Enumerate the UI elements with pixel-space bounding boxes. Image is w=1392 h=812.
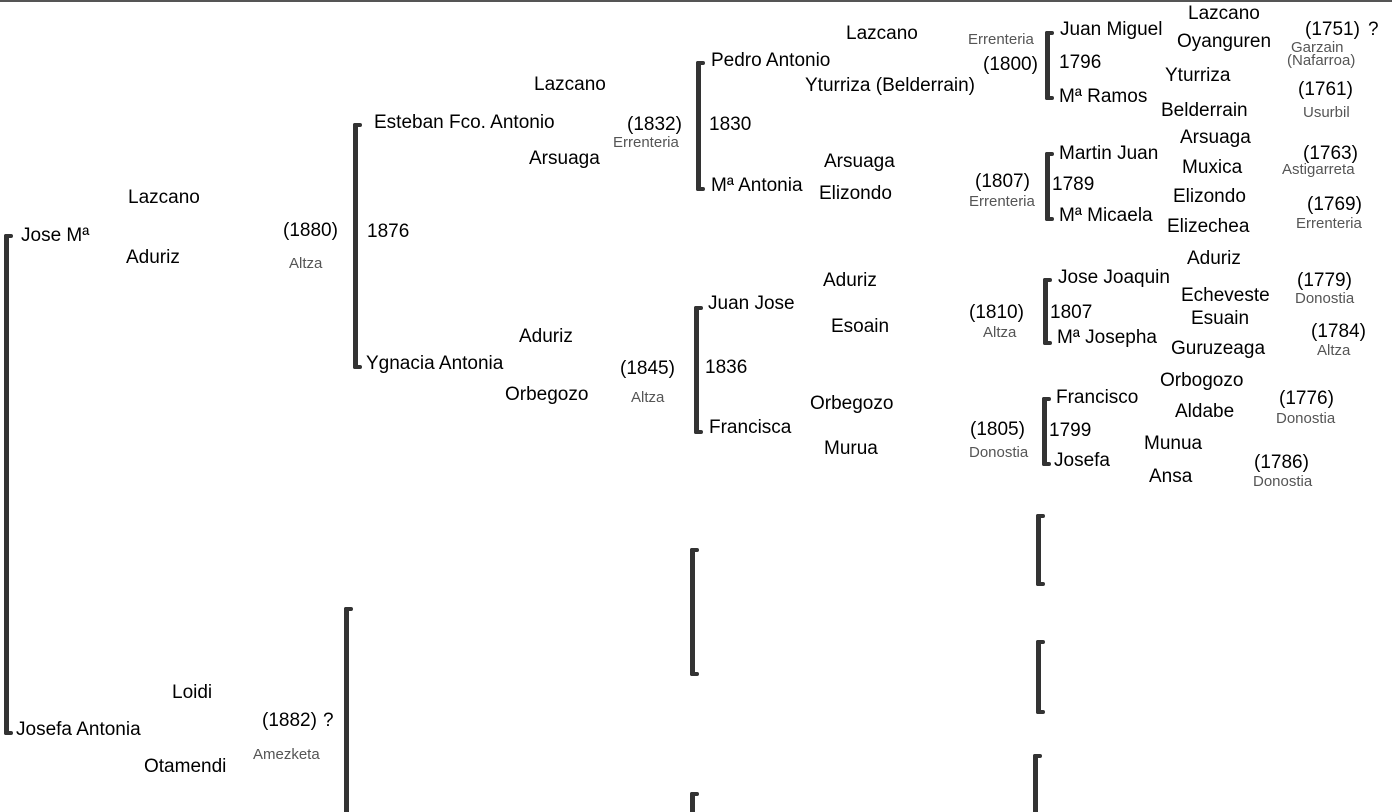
gen4-2-mother-surname1: Elizondo: [1173, 186, 1246, 207]
gen3-fm-surname1: Arsuaga: [824, 151, 895, 172]
gen1-p1-place: Altza: [289, 255, 323, 272]
gen1-p1-name: Jose Mª: [21, 225, 90, 246]
gen3-ff-year: (1800): [983, 54, 1038, 75]
gen4-1-father-mark: ?: [1368, 19, 1379, 40]
top-border: [0, 0, 1392, 2]
gen4-4-mother-name: Josefa: [1054, 450, 1110, 471]
gen3-mf-surname1: Aduriz: [823, 270, 877, 291]
gen3-mf-name: Juan Jose: [708, 293, 795, 314]
gen3-fm-place: Errenteria: [969, 193, 1035, 210]
gen4-4-father-place: Donostia: [1276, 410, 1336, 427]
gen4-1-marriage-year: 1796: [1059, 52, 1102, 73]
gen4-3-mother-surname2: Guruzeaga: [1171, 338, 1266, 359]
gen4-1-mother-surname1: Yturriza: [1165, 65, 1231, 86]
gen4-4-father-surname2: Aldabe: [1175, 401, 1235, 422]
gen4-3-mother-year: (1784): [1311, 321, 1366, 342]
gen1-p1-surname2: Aduriz: [126, 247, 180, 268]
gen1-p2-surname2: Otamendi: [144, 756, 227, 777]
gen4-3-father-name: Jose Joaquin: [1058, 267, 1170, 288]
gen4-1-mother-surname2: Belderrain: [1161, 100, 1248, 121]
gen1-p2-place: Amezketa: [253, 746, 320, 763]
gen4-2-father-year: (1763): [1303, 143, 1358, 164]
gen4-1-father-surname1: Lazcano: [1188, 3, 1260, 24]
gen4-4-mother-surname2: Ansa: [1149, 466, 1193, 487]
gen2-father-year: (1832): [627, 114, 682, 135]
gen3-fm-name: Mª Antonia: [711, 175, 803, 196]
gen4-4-father-name: Francisco: [1056, 387, 1139, 408]
gen4-2-mother-place: Errenteria: [1296, 215, 1362, 232]
gen4-3-mother-name: Mª Josepha: [1057, 327, 1157, 348]
gen4-1-father-name: Juan Miguel: [1060, 19, 1163, 40]
gen4-1-mother-place: Usurbil: [1303, 104, 1350, 121]
gen1-p1-year: (1880): [283, 220, 338, 241]
gen3-mm-surname1: Orbegozo: [810, 393, 894, 414]
gen2-mother-surname1: Aduriz: [519, 326, 573, 347]
gen4-3-father-year: (1779): [1297, 270, 1352, 291]
gen4-4-mother-place: Donostia: [1253, 473, 1313, 490]
gen1-p2-surname1: Loidi: [172, 682, 213, 703]
gen4-2-mother-year: (1769): [1307, 194, 1362, 215]
gen3-ff-surname2: Yturriza (Belderrain): [805, 75, 975, 96]
gen4-2-father-surname2: Muxica: [1182, 157, 1243, 178]
gen3-ff-place: Errenteria: [968, 31, 1034, 48]
gen4-2-father-name: Martin Juan: [1059, 143, 1159, 164]
gen3-ff-surname1: Lazcano: [846, 23, 918, 44]
gen4-3-marriage-year: 1807: [1050, 302, 1093, 323]
gen4-3-father-surname2: Echeveste: [1181, 285, 1270, 306]
gen4-2-mother-name: Mª Micaela: [1059, 205, 1153, 226]
gen2-mother-name: Ygnacia Antonia: [366, 353, 504, 374]
gen1-p2-name: Josefa Antonia: [16, 719, 141, 740]
gen4-1-father-year: (1751): [1305, 19, 1360, 40]
gen3-mm-place: Donostia: [969, 444, 1029, 461]
gen4-4-father-year: (1776): [1279, 388, 1334, 409]
gen3-mm-surname2: Murua: [824, 438, 878, 459]
gen4-2-father-place: Astigarreta: [1282, 161, 1355, 178]
gen4-3-father-surname1: Aduriz: [1187, 248, 1241, 269]
gen4-1-father-surname2: Oyanguren: [1177, 31, 1272, 52]
gen3-mm-year: (1805): [970, 419, 1025, 440]
gen3-mf-surname2: Esoain: [831, 316, 890, 337]
gen4-1-father-place: Garzain: [1291, 39, 1344, 56]
gen4-4-mother-year: (1786): [1254, 452, 1309, 473]
gen2-father-surname1: Lazcano: [534, 74, 606, 95]
gen2-father-name: Esteban Fco. Antonio: [374, 112, 555, 133]
gen4-2-mother-surname2: Elizechea: [1167, 216, 1250, 237]
gen3-mf-year: (1810): [969, 302, 1024, 323]
gen3-f-marriage-year: 1830: [709, 114, 752, 135]
gen2-marriage-year: 1876: [367, 221, 410, 242]
gen4-1-mother-year: (1761): [1298, 79, 1353, 100]
gen4-3-mother-surname1: Esuain: [1191, 308, 1250, 329]
gen4-4-marriage-year: 1799: [1049, 420, 1092, 441]
gen3-mf-place: Altza: [983, 324, 1017, 341]
gen3-mm-name: Francisca: [709, 417, 792, 438]
gen3-m-marriage-year: 1836: [705, 357, 748, 378]
gen4-4-father-surname1: Orbogozo: [1160, 370, 1244, 391]
gen3-fm-surname2: Elizondo: [819, 183, 892, 204]
gen2-mother-year: (1845): [620, 358, 675, 379]
gen4-2-father-surname1: Arsuaga: [1180, 127, 1251, 148]
gen4-2-marriage-year: 1789: [1052, 174, 1095, 195]
gen1-p2-year: (1882): [262, 710, 317, 731]
gen2-mother-place: Altza: [631, 389, 665, 406]
gen4-3-father-place: Donostia: [1295, 290, 1355, 307]
gen1-p2-mark: ?: [323, 710, 334, 731]
gen3-fm-year: (1807): [975, 171, 1030, 192]
gen4-1-mother-name: Mª Ramos: [1059, 86, 1148, 107]
gen2-mother-surname2: Orbegozo: [505, 384, 589, 405]
gen1-p1-surname1: Lazcano: [128, 187, 200, 208]
gen4-4-mother-surname1: Munua: [1144, 433, 1203, 454]
gen4-3-mother-place: Altza: [1317, 342, 1351, 359]
gen3-ff-name: Pedro Antonio: [711, 50, 831, 71]
gen2-father-surname2: Arsuaga: [529, 148, 600, 169]
gen2-father-place: Errenteria: [613, 134, 679, 151]
gen4-1-father-place2: (Nafarroa): [1287, 52, 1356, 69]
